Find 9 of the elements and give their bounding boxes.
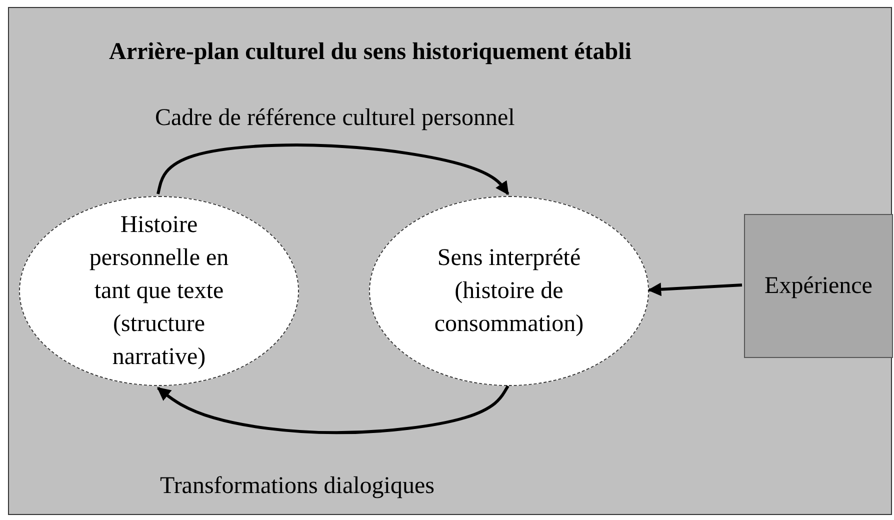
arrow: [648, 282, 742, 296]
process-box: [744, 214, 893, 358]
background-panel: [8, 7, 892, 515]
panel-title: Arrière-plan culturel du sens historiquement établi: [109, 38, 632, 67]
arrow: [156, 385, 510, 434]
node-text: Histoire personnelle en tant que texte (structure narrative): [88, 210, 230, 372]
node-text: Expérience: [764, 272, 872, 300]
arrow: [156, 144, 510, 196]
node-text: Sens interprété (histoire de consommation): [433, 244, 585, 338]
